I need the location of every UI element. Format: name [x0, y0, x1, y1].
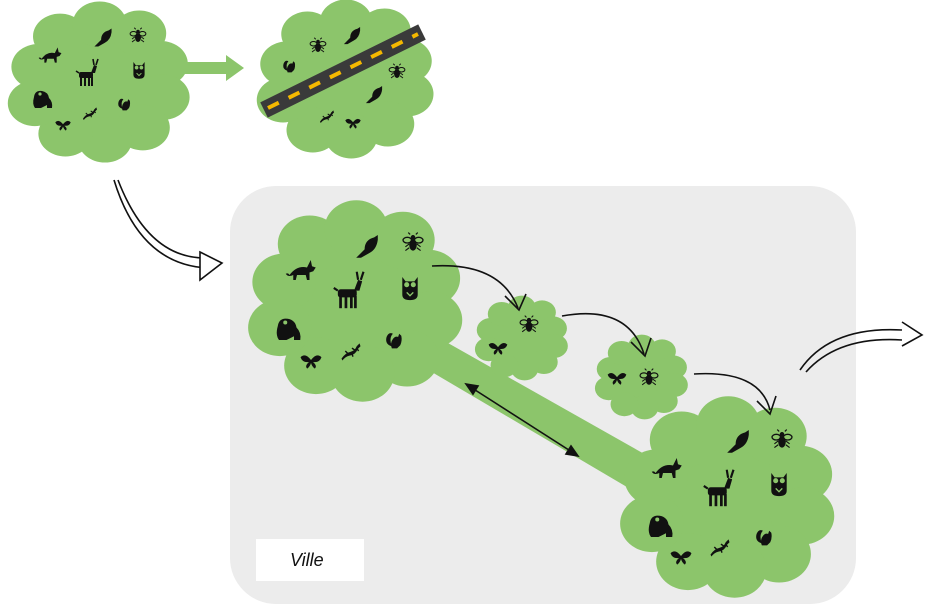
city-label-box	[256, 539, 364, 581]
road	[260, 24, 426, 118]
dispersal-arrows	[431, 264, 777, 416]
curved-arrow-exit	[799, 321, 924, 373]
city-label: Ville	[290, 550, 324, 570]
intact-habitat	[7, 1, 190, 163]
corridor-exchange-arrow	[464, 382, 580, 458]
transition-arrow	[182, 55, 244, 81]
curved-arrow-to-city	[113, 179, 224, 282]
road-marking	[267, 32, 419, 110]
ecological-corridor	[408, 334, 655, 490]
